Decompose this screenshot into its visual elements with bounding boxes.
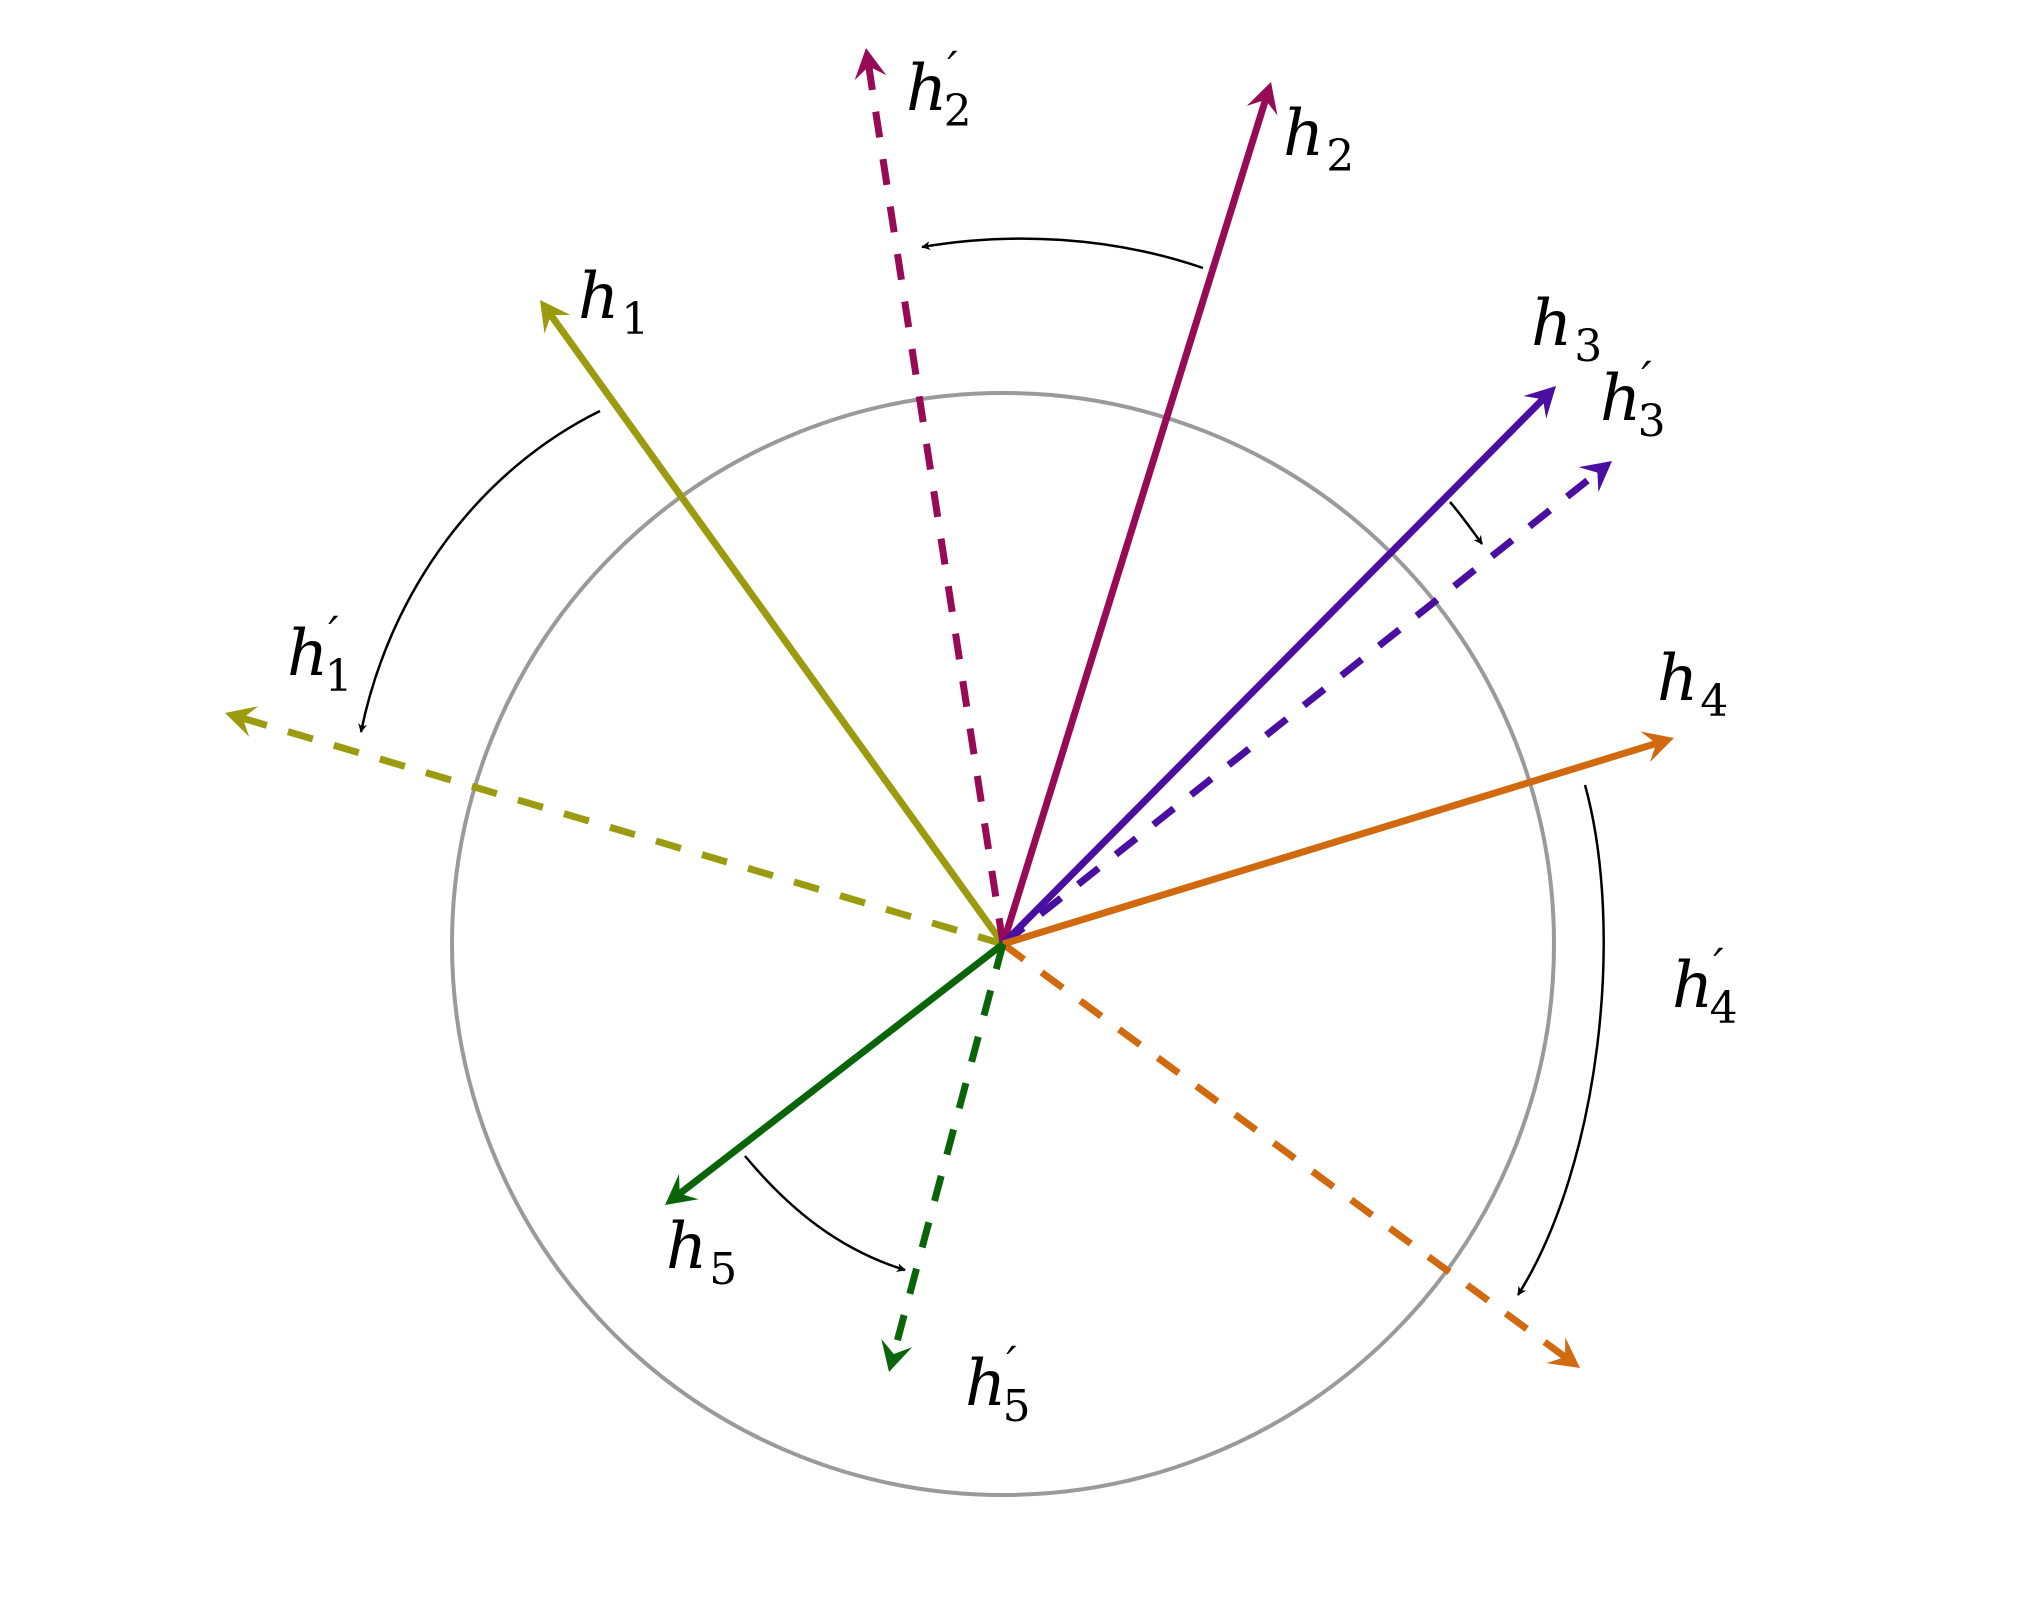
label-h5p-base: h (965, 1347, 1006, 1421)
vector-h1p-arrowhead (225, 706, 259, 737)
label-h2-sub: 2 (1326, 131, 1354, 182)
label-h4p: h′4 (1672, 938, 1738, 1034)
label-h1: h1 (578, 260, 649, 345)
label-h4p-prime: ′ (1713, 938, 1724, 992)
vector-h5-arrowhead (665, 1174, 699, 1205)
vector-h2p-arrowhead (854, 48, 887, 81)
vector-h4p-arrowhead (1546, 1337, 1580, 1368)
label-h4p-sub: 4 (1710, 983, 1738, 1034)
label-h3-base: h (1531, 287, 1572, 361)
label-h4p-base: h (1672, 949, 1713, 1023)
label-h4-sub: 4 (1700, 676, 1728, 727)
label-h2: h2 (1283, 97, 1354, 182)
vector-h1p-shaft (241, 714, 1004, 948)
label-h4-base: h (1657, 642, 1698, 716)
vector-h1-arrowhead (540, 300, 571, 334)
vector-h5p-arrowhead (881, 1338, 913, 1372)
rotation-arrow-h4-to-h4p (1516, 784, 1605, 1296)
vector-h2-shaft (999, 98, 1270, 946)
label-h3: h3 (1531, 287, 1602, 372)
vector-h5p-shaft (890, 943, 1007, 1356)
label-h2p-sub: 2 (944, 86, 972, 137)
label-h3p-base: h (1600, 362, 1641, 436)
vector-h4-arrowhead (1640, 731, 1674, 763)
vector-h5-shaft (677, 941, 1006, 1197)
label-h5: h5 (666, 1210, 737, 1295)
label-h2p-base: h (906, 52, 947, 126)
label-h1-sub: 1 (621, 294, 649, 345)
rotation-arrow-h2-to-h2p (921, 237, 1204, 270)
vector-h4p-shaft (1000, 941, 1568, 1361)
label-h5p: h′5 (965, 1336, 1031, 1432)
label-h5p-prime: ′ (1006, 1336, 1017, 1390)
label-h1p-base: h (287, 617, 328, 691)
rotation-arrow-h3-to-h3p (1449, 501, 1484, 545)
vector-h3p-arrowhead (1578, 461, 1612, 493)
vector-h2-arrowhead (1246, 82, 1278, 116)
vector-h1-shaft (547, 312, 1006, 947)
label-h2p: h′2 (906, 41, 972, 137)
label-h3-sub: 3 (1574, 321, 1602, 372)
unit-circle (450, 391, 1556, 1497)
vector-h3-arrowhead (1523, 386, 1556, 419)
rotation-arrow-h1-to-h1p (358, 409, 601, 733)
vector-h3-shaft (1000, 396, 1546, 947)
label-h5-base: h (666, 1210, 707, 1284)
label-h1p-sub: 1 (325, 651, 353, 702)
vector-h3p-shaft (1000, 469, 1601, 947)
label-h5-sub: 5 (709, 1244, 737, 1295)
label-h3p-prime: ′ (1641, 351, 1652, 405)
label-h3p-sub: 3 (1638, 396, 1666, 447)
rotation-arrow-h5-to-h5p (744, 1155, 906, 1272)
label-h1p-prime: ′ (328, 606, 339, 660)
label-h2-base: h (1283, 97, 1324, 171)
vector-h4-shaft (1001, 739, 1658, 948)
label-h3p: h′3 (1600, 351, 1666, 447)
label-h1-base: h (578, 260, 619, 334)
label-h4: h4 (1657, 642, 1728, 727)
label-h5p-sub: 5 (1003, 1381, 1031, 1432)
vector-h2p-shaft (865, 65, 1007, 945)
label-h2p-prime: ′ (947, 41, 958, 95)
label-h1p: h′1 (287, 606, 353, 702)
